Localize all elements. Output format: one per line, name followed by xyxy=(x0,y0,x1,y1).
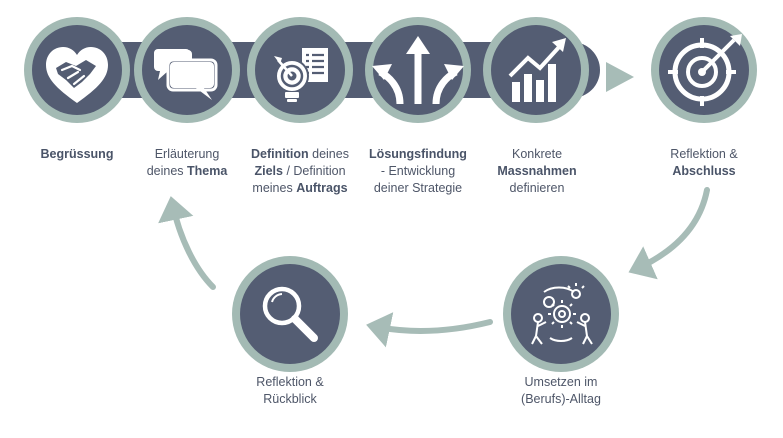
label-rueckblick: Reflektion & Rückblick xyxy=(230,374,350,408)
handshake-heart-icon xyxy=(46,47,108,103)
label-text: Konkrete xyxy=(511,147,563,161)
label-bold-text: Massnahmen xyxy=(497,164,577,178)
label-line: Abschluss xyxy=(644,163,764,180)
label-line: deiner Strategie xyxy=(358,180,478,197)
label-umsetzen: Umsetzen im (Berufs)-Alltag xyxy=(501,374,621,408)
label-line: - Entwicklung xyxy=(358,163,478,180)
label-text: Erläuterung xyxy=(154,147,220,161)
label-line: Reflektion & xyxy=(644,146,764,163)
label-line: Lösungsfindung xyxy=(358,146,478,163)
label-line: Begrüssung xyxy=(22,146,132,163)
team-gears-icon xyxy=(531,283,593,345)
label-line: Rückblick xyxy=(230,391,350,408)
label-line: Massnahmen xyxy=(477,163,597,180)
target-lightbulb-icon xyxy=(274,48,328,102)
step-definition xyxy=(247,17,353,123)
label-bold-text: Definition xyxy=(251,147,309,161)
label-erlaeuterung: Erläuterung deines Thema xyxy=(127,146,247,180)
label-line: Definition deines xyxy=(237,146,363,163)
step-umsetzen xyxy=(503,256,619,372)
step-massnahmen xyxy=(483,17,589,123)
label-text: definieren xyxy=(509,181,565,195)
next-arrow-icon xyxy=(606,62,634,92)
label-bold-text: Begrüssung xyxy=(40,147,114,161)
magnifier-icon xyxy=(262,286,318,342)
label-text: Rückblick xyxy=(263,392,317,406)
label-text: - Entwicklung xyxy=(380,164,456,178)
growth-chart-icon xyxy=(508,38,566,102)
label-text: deines xyxy=(308,147,349,161)
step-reflektion-abschluss xyxy=(651,17,757,123)
label-bold-text: Ziels xyxy=(254,164,283,178)
target-arrow-icon xyxy=(668,34,742,106)
label-text: Umsetzen im xyxy=(524,375,598,389)
label-line: meines Auftrags xyxy=(237,180,363,197)
label-line: Erläuterung xyxy=(127,146,247,163)
label-begruessung: Begrüssung xyxy=(22,146,132,163)
speech-bubbles-icon xyxy=(154,49,218,100)
label-bold-text: Thema xyxy=(187,164,228,178)
flow-arrow-bottom-left xyxy=(366,312,493,348)
label-text: Reflektion & xyxy=(670,147,738,161)
label-text: meines xyxy=(252,181,297,195)
label-line: Reflektion & xyxy=(230,374,350,391)
label-text: (Berufs)-Alltag xyxy=(521,392,601,406)
label-line: Umsetzen im xyxy=(501,374,621,391)
label-line: Ziels / Definition xyxy=(237,163,363,180)
label-bold-text: Auftrags xyxy=(296,181,348,195)
flow-arrow-right-down xyxy=(628,187,710,280)
label-line: Konkrete xyxy=(477,146,597,163)
label-text: deiner Strategie xyxy=(373,181,463,195)
label-reflektion-abschluss: Reflektion & Abschluss xyxy=(644,146,764,180)
step-loesungsfindung xyxy=(365,17,471,123)
label-text: deines xyxy=(146,164,187,178)
label-text: / Definition xyxy=(282,164,346,178)
label-bold-text: Abschluss xyxy=(672,164,736,178)
step-erlaeuterung xyxy=(134,17,240,123)
label-line: definieren xyxy=(477,180,597,197)
step-begruessung xyxy=(24,17,130,123)
label-line: (Berufs)-Alltag xyxy=(501,391,621,408)
label-line: deines Thema xyxy=(127,163,247,180)
label-loesungsfindung: Lösungsfindung - Entwicklung deiner Strate… xyxy=(358,146,478,197)
label-text: Reflektion & xyxy=(256,375,324,389)
flow-arrow-left-up xyxy=(158,196,216,290)
label-bold-text: Lösungsfindung xyxy=(369,147,467,161)
step-rueckblick xyxy=(232,256,348,372)
